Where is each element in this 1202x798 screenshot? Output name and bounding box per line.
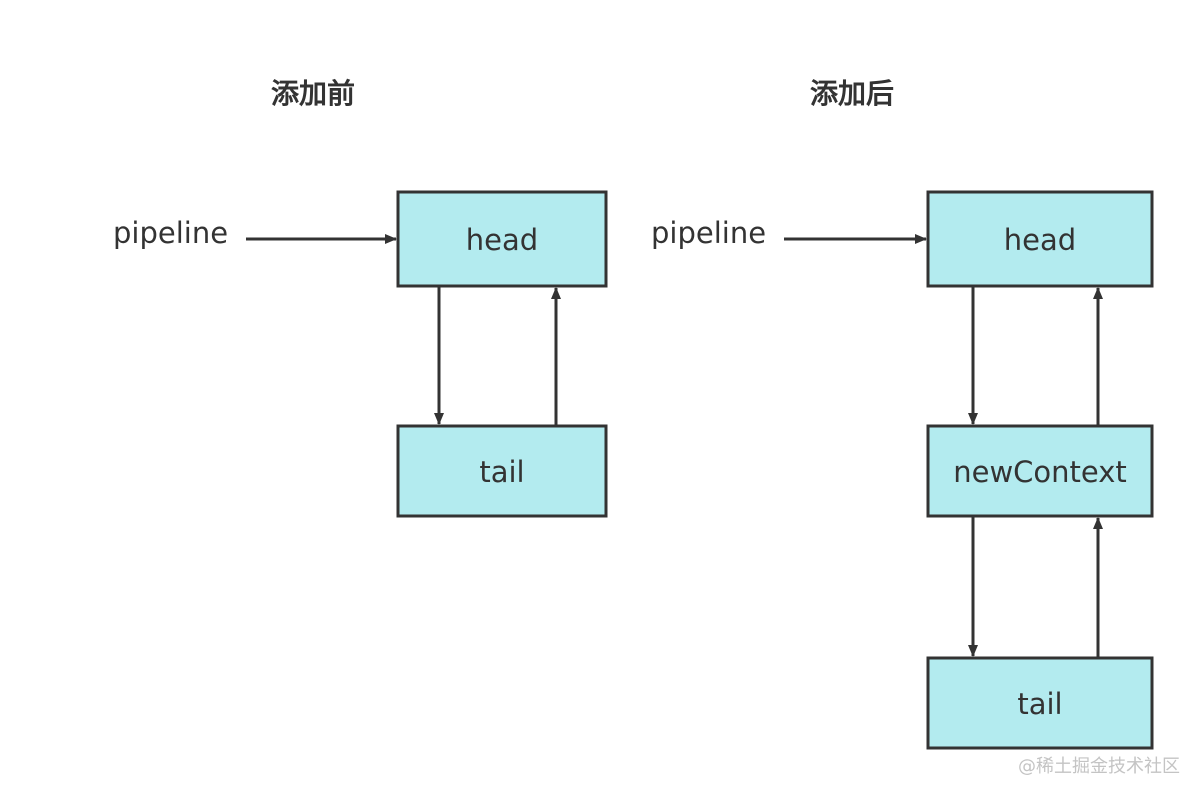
watermark: @稀土掘金技术社区 [1018,756,1180,777]
after-panel: 添加后 pipeline head newContext tail [651,77,1154,750]
after-tail-box [926,656,1154,750]
after-new-context-label: newContext [953,455,1127,489]
after-new-context-node: newContext [926,424,1154,518]
before-tail-box [396,424,608,518]
after-head-node: head [926,190,1154,288]
before-head-box [396,190,608,288]
after-tail-node: tail [926,656,1154,750]
before-pipeline-label: pipeline [113,216,228,250]
before-tail-node: tail [396,424,608,518]
after-tail-label: tail [1017,687,1062,721]
before-head-node: head [396,190,608,288]
after-head-label: head [1004,223,1076,257]
after-new-context-box [926,424,1154,518]
before-title: 添加前 [271,77,355,110]
before-head-label: head [466,223,538,257]
after-head-box [926,190,1154,288]
after-pipeline-label: pipeline [651,216,766,250]
after-title: 添加后 [810,77,894,110]
before-tail-label: tail [479,455,524,489]
before-panel: 添加前 pipeline head tail [113,77,608,518]
